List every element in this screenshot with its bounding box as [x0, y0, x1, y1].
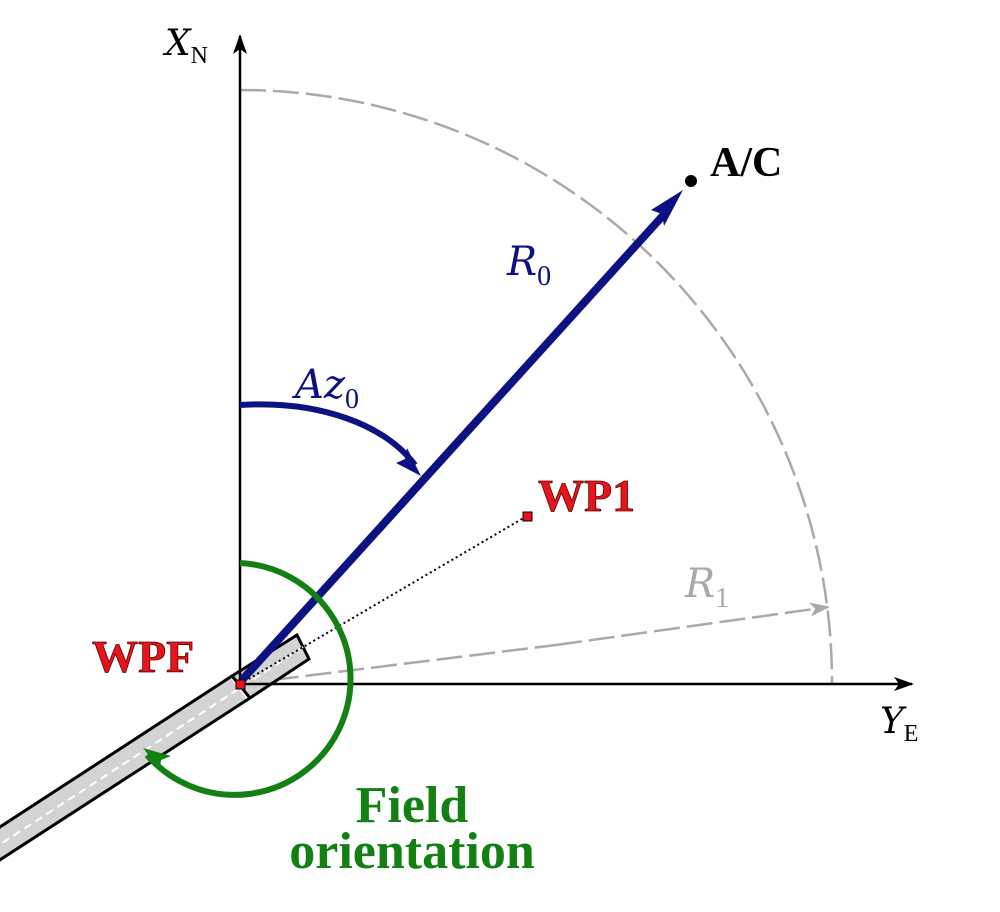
- field-orientation-label-line1: Field: [356, 777, 469, 834]
- wpf-label: WPF: [92, 631, 194, 682]
- aircraft-point: [685, 175, 697, 187]
- aircraft-label: A/C: [710, 140, 782, 186]
- wpf-marker: [235, 679, 246, 690]
- azimuth-arc: [239, 401, 418, 467]
- wp1-marker: [522, 511, 533, 522]
- north-axis-label: XN: [162, 23, 208, 69]
- r1-label: R1: [684, 561, 729, 614]
- r1-vector-arrow: [555, 602, 830, 647]
- azimuth-label: Az0: [291, 362, 359, 415]
- field-orientation-label-line2: orientation: [289, 823, 535, 880]
- east-axis-label: YE: [880, 701, 918, 747]
- wp1-label: WP1: [538, 470, 635, 521]
- wp1-dotted-line: [239, 515, 528, 685]
- field-orientation-arrowhead: [143, 748, 171, 770]
- r1-base-line: [239, 643, 557, 686]
- range-circle-arc: [239, 88, 834, 685]
- runway: [0, 677, 247, 860]
- azimuth-arrowhead: [396, 448, 421, 476]
- field-orientation-arc: [144, 560, 354, 798]
- r0-arrowhead: [651, 190, 683, 226]
- r0-vector: [239, 207, 671, 683]
- r0-label: R0: [506, 239, 551, 292]
